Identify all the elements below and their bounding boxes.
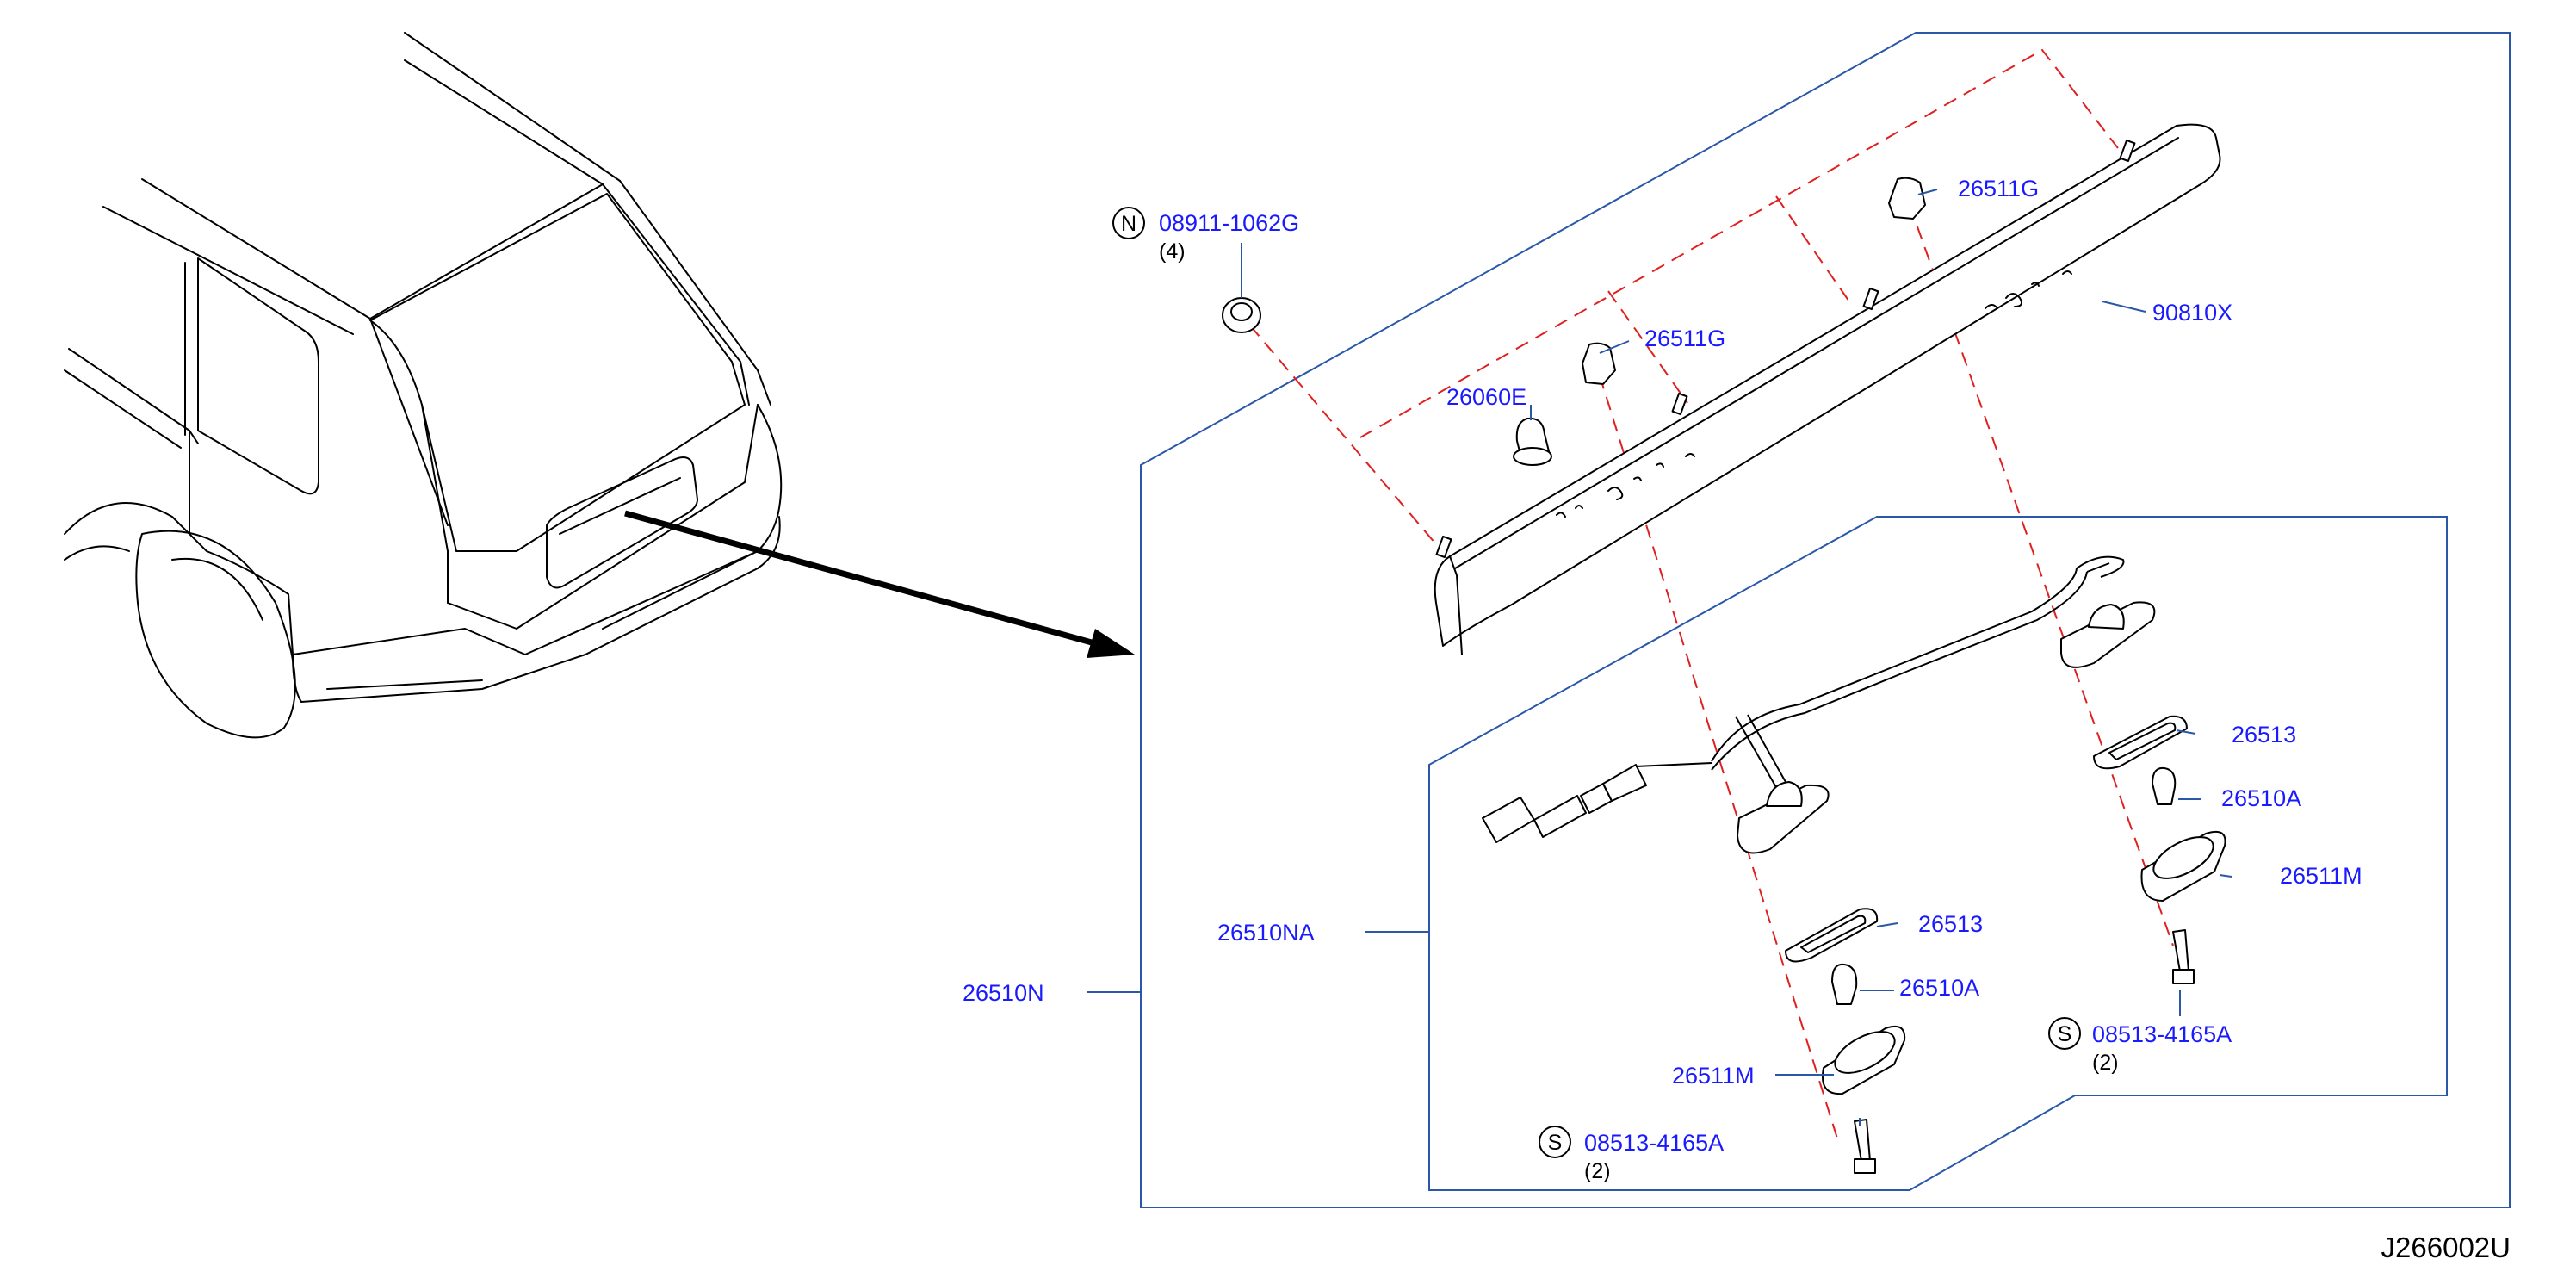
label-grommet: 26060E [1446,384,1526,410]
clip-left-part [1582,342,1616,385]
screw-left-type-letter: S [1548,1131,1563,1155]
assembly-dash-lines [1249,48,2174,1139]
screw-right-part [2172,929,2195,984]
lens-right-part [2140,830,2226,902]
pointer-arrow [624,510,1135,658]
label-screw-right: 08513-4165A [2092,1021,2232,1047]
label-assembly: 26510N [963,980,1044,1006]
vehicle-rear-illustration [64,32,783,739]
gasket-right-part [2093,715,2188,770]
label-screw-right-qty: (2) [2092,1051,2119,1075]
screw-right-type-letter: S [2058,1022,2072,1046]
nut-type-letter: N [1121,212,1136,236]
label-lens-left: 26511M [1672,1063,1755,1089]
gasket-left-part [1785,908,1879,963]
label-nut: 08911-1062G [1159,210,1299,236]
bulb-left-part [1831,963,1858,1005]
clip-right-part [1888,177,1926,220]
grommet-part [1513,417,1552,466]
leader-lines [1087,189,2232,1126]
label-lens-right: 26511M [2280,863,2362,889]
label-screw-left-qty: (2) [1584,1159,1611,1183]
nut-type-badge [1112,207,1145,239]
screw-left-part [1854,1119,1876,1174]
label-clip-right: 26511G [1958,176,2039,202]
label-harness: 26510NA [1217,920,1315,946]
label-clip-left: 26511G [1644,326,1725,351]
part-labels: N 08911-1062G (4) 26511G 26511G 26060E 9… [963,176,2362,1183]
label-bulb-right: 26510A [2221,785,2301,811]
harness-frame [1428,516,2448,1191]
bulb-right-part [2152,766,2177,805]
label-gasket-left: 26513 [1918,911,1983,937]
screw-right-type-badge [2048,1017,2081,1050]
label-finisher: 90810X [2152,300,2232,326]
label-nut-qty: (4) [1159,239,1186,264]
label-bulb-left: 26510A [1899,975,1979,1001]
harness-part [1482,555,2156,854]
screw-left-type-badge [1539,1126,1571,1158]
lens-left-part [1822,1025,1906,1095]
assembly-frame [1140,32,2511,1208]
label-screw-left: 08513-4165A [1584,1130,1724,1156]
label-gasket-right: 26513 [2232,722,2296,748]
nut-part [1222,297,1261,333]
finisher-90810X [1434,123,2221,655]
figure-code: J266002U [2381,1231,2511,1263]
